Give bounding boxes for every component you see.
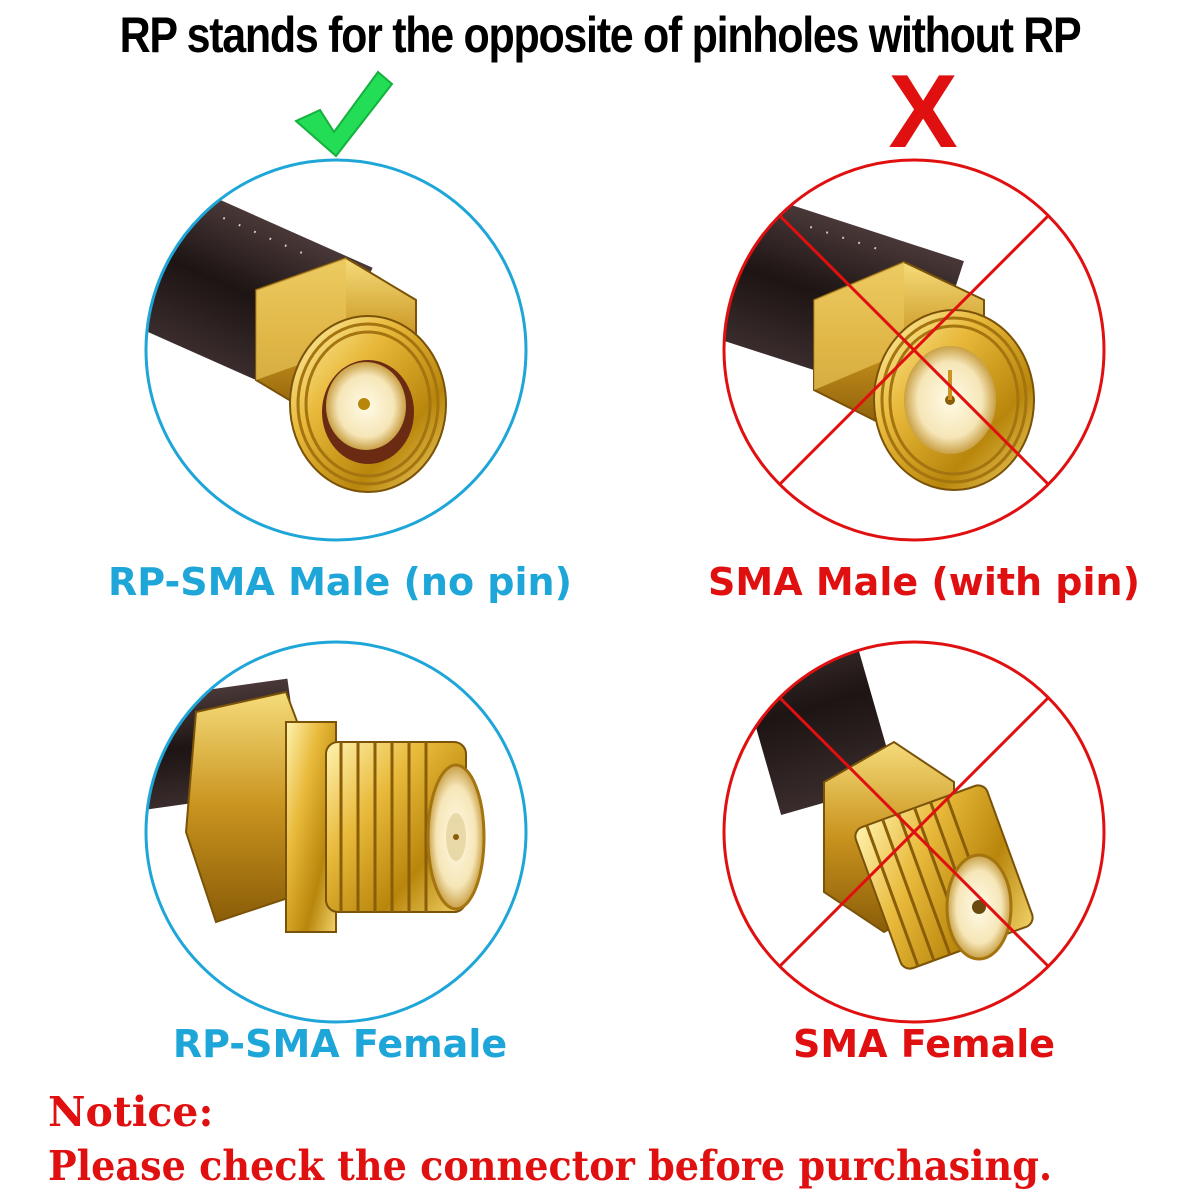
red-x-icon: X <box>888 54 958 170</box>
panel-sma-male: · · · · · <box>714 150 1114 550</box>
green-check-icon <box>294 70 394 158</box>
panel-rp-sma-male: · · · · · · <box>136 150 536 550</box>
notice-message: Please check the connector before purcha… <box>48 1142 1053 1190</box>
caption-rp-sma-male: RP-SMA Male (no pin) <box>108 560 572 604</box>
caption-sma-female: SMA Female <box>792 1022 1056 1066</box>
panel-sma-female <box>714 632 1114 1032</box>
caption-sma-male: SMA Male (with pin) <box>708 560 1140 604</box>
panel-rp-sma-female <box>136 632 536 1032</box>
caption-rp-sma-female: RP-SMA Female <box>172 1022 508 1066</box>
headline: RP stands for the opposite of pinholes w… <box>119 7 1082 63</box>
notice-title: Notice: <box>48 1088 214 1136</box>
